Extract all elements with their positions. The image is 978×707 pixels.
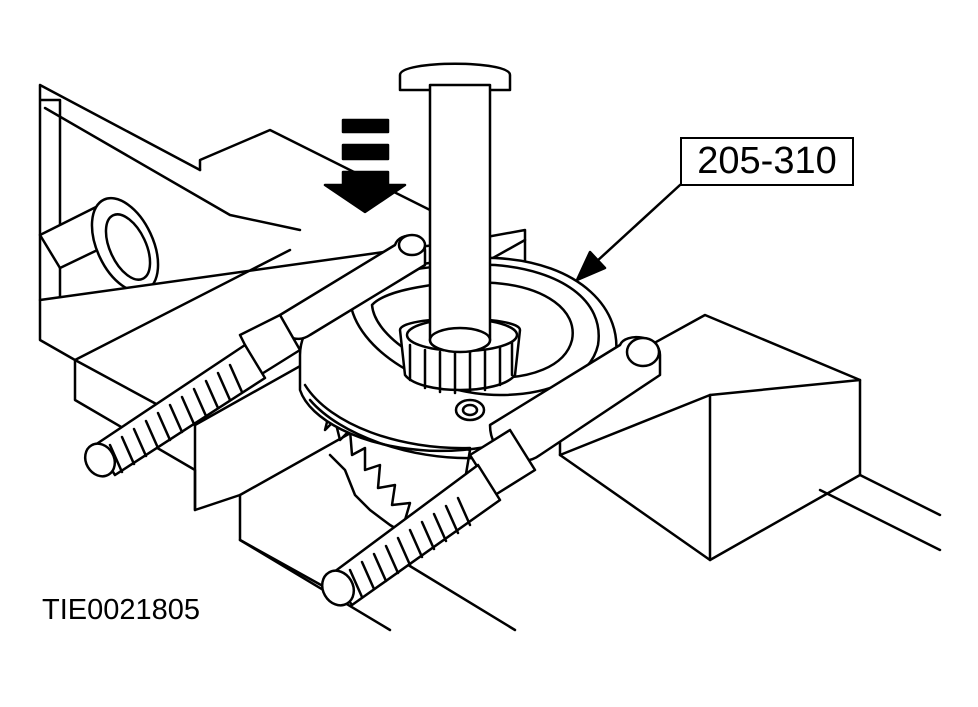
press-ram-sleeve xyxy=(38,196,160,294)
figure-code-label: TIE0021805 xyxy=(42,594,201,626)
tool-number-callout: 205-310 xyxy=(680,137,854,186)
puller-bar-right xyxy=(320,335,662,607)
callout-leader-arrow xyxy=(575,183,682,282)
press-shaft xyxy=(398,62,512,354)
puller-bar-left xyxy=(83,233,427,478)
down-arrow-icon xyxy=(323,118,407,214)
